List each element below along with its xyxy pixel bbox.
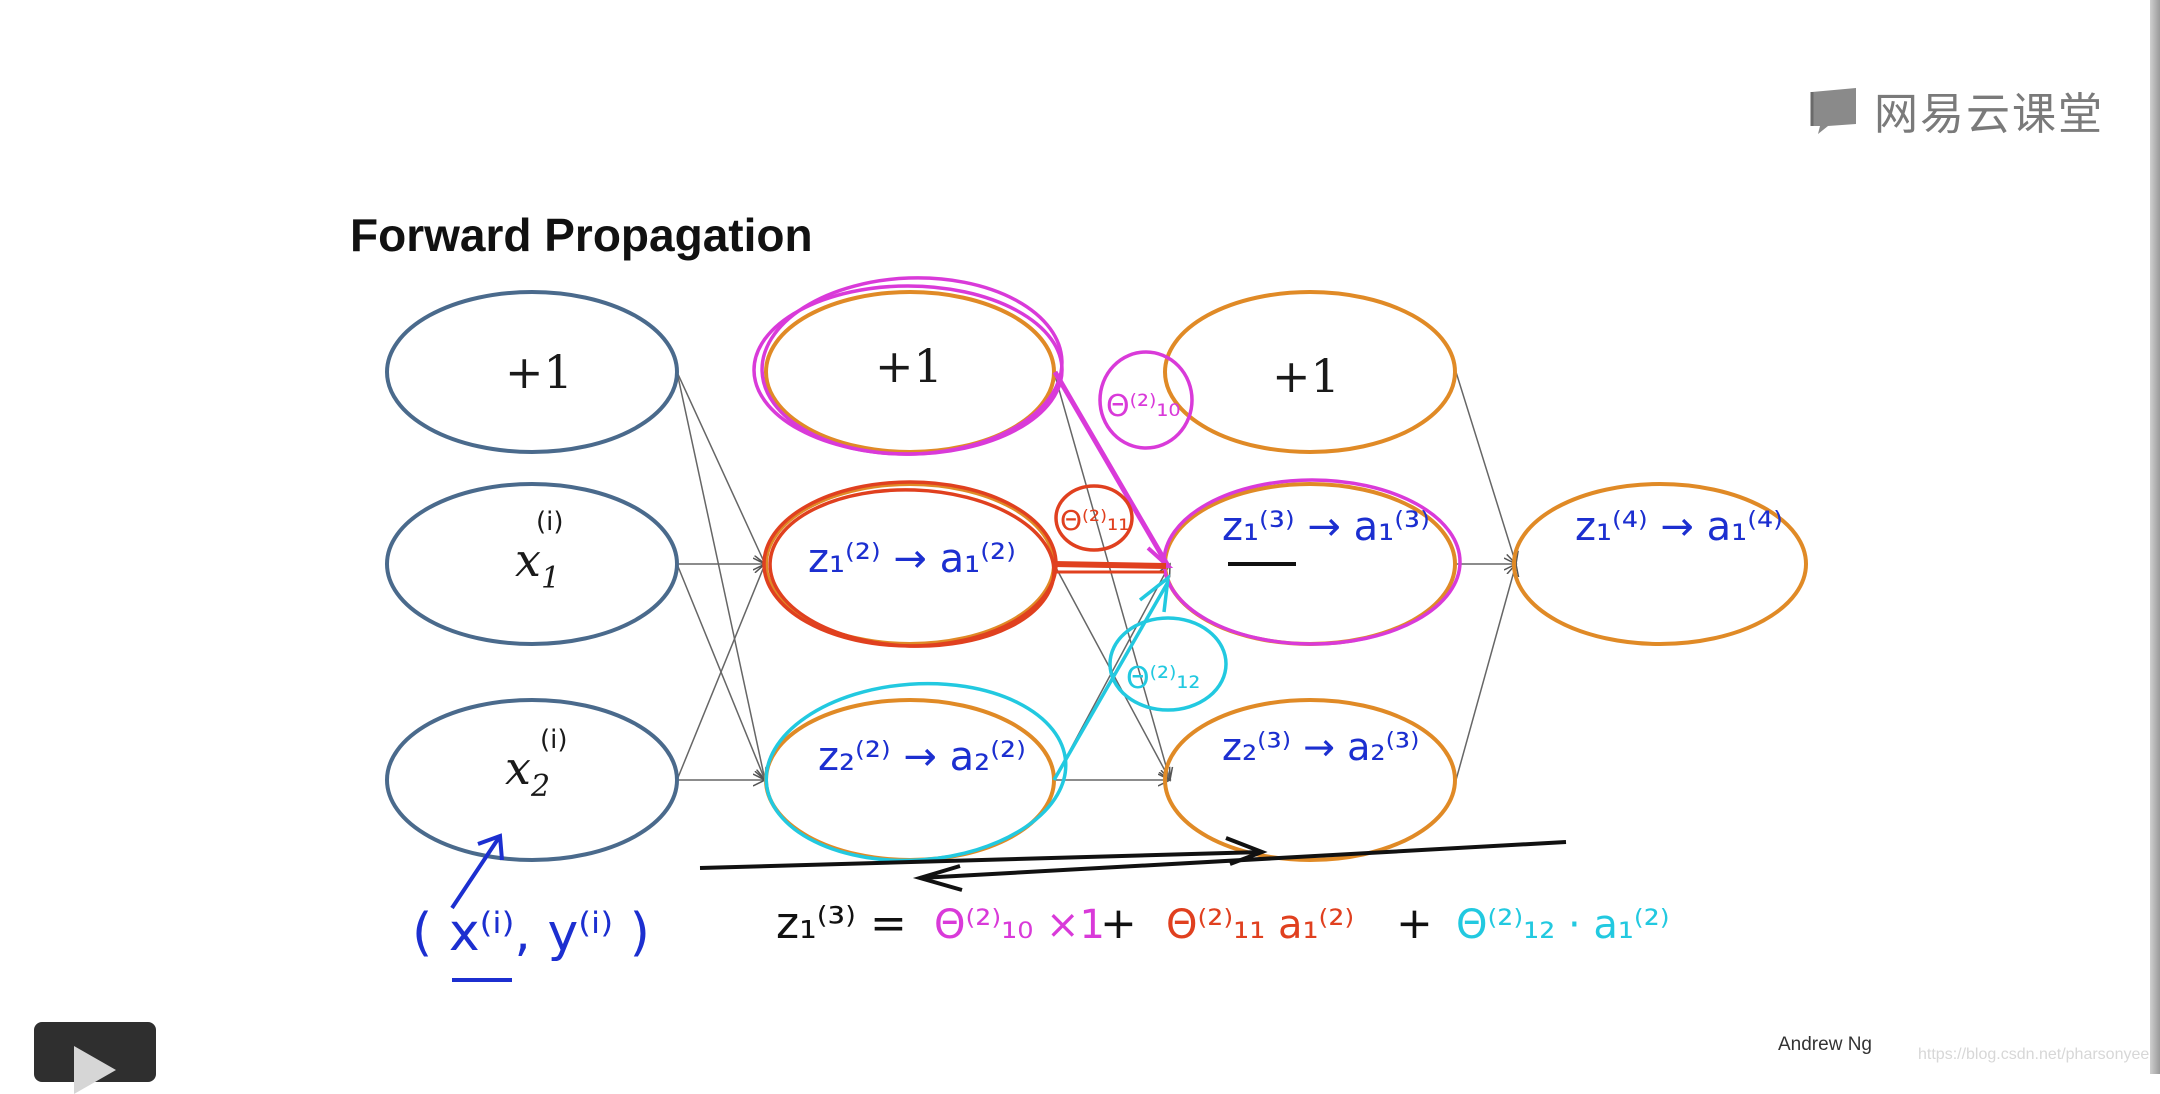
layer3-node-2-label: z₂⁽³⁾ → a₂⁽³⁾ [1222,725,1420,769]
layer2-node-2-label: z₂⁽²⁾ → a₂⁽²⁾ [818,734,1026,780]
equation-term1: Θ⁽²⁾₁₀ ×1 [934,902,1105,948]
layer3-bias-node [1163,290,1457,454]
equation: z₁⁽³⁾ = Θ⁽²⁾₁₀ ×1 + Θ⁽²⁾₁₁ a₁⁽²⁾ + Θ⁽²⁾₁… [776,898,1670,949]
play-button[interactable] [34,1022,156,1094]
bracket-strokes [699,836,1567,892]
input-x1-node [385,482,679,646]
cyan-annotations [764,574,1228,863]
layer3-node-1-label: z₁⁽³⁾ → a₁⁽³⁾ [1222,504,1430,550]
theta12-annotation: Θ⁽²⁾₁₂ [1126,661,1200,696]
layer3-node-2 [1163,698,1457,862]
equation-plus1: + [1100,898,1137,949]
equation-lhs: z₁⁽³⁾ = [776,898,907,949]
play-icon [74,1046,116,1094]
book-logo-icon [1810,88,1856,134]
layer4-node-label: z₁⁽⁴⁾ → a₁⁽⁴⁾ [1575,504,1783,550]
output-node [1512,482,1808,646]
layer2-node-1-label: z₁⁽²⁾ → a₁⁽²⁾ [808,536,1016,582]
brand-name: 网易云课堂 [1874,89,2104,140]
input-x1-label: x1 [515,533,560,596]
training-example-arrow [450,833,504,910]
slide-credit: Andrew Ng [1778,1034,1872,1055]
layer2-bias-node [764,290,1056,454]
magenta-annotations [752,276,1462,646]
training-example: ( x⁽ⁱ⁾, y⁽ⁱ⁾ ) [412,903,650,963]
input-x1-sup: (i) [536,507,564,537]
equation-plus2: + [1396,898,1433,949]
brand-logo: 网易云课堂 [1808,84,2104,140]
theta10-annotation: Θ⁽²⁾₁₀ [1106,389,1180,424]
input-bias-node [385,290,679,454]
scrollbar[interactable] [2150,0,2160,1074]
input-x2-sup: (i) [540,725,568,755]
blog-watermark: https://blog.csdn.net/pharsonyee [1918,1046,2150,1063]
slide-title: Forward Propagation [350,209,813,261]
input-x2-label: x2 [505,741,550,804]
red-annotations [762,480,1167,648]
equation-term2: Θ⁽²⁾₁₁ a₁⁽²⁾ [1166,902,1354,948]
theta11-annotation: Θ⁽²⁾₁₁ [1060,504,1129,537]
input-bias-label: +1 [505,345,573,399]
input-x2-node [385,698,679,862]
input-layer [385,290,679,862]
layer3-bias-label: +1 [1272,349,1340,403]
layer2-bias-label: +1 [875,339,943,393]
equation-term3: Θ⁽²⁾₁₂ · a₁⁽²⁾ [1456,902,1670,948]
